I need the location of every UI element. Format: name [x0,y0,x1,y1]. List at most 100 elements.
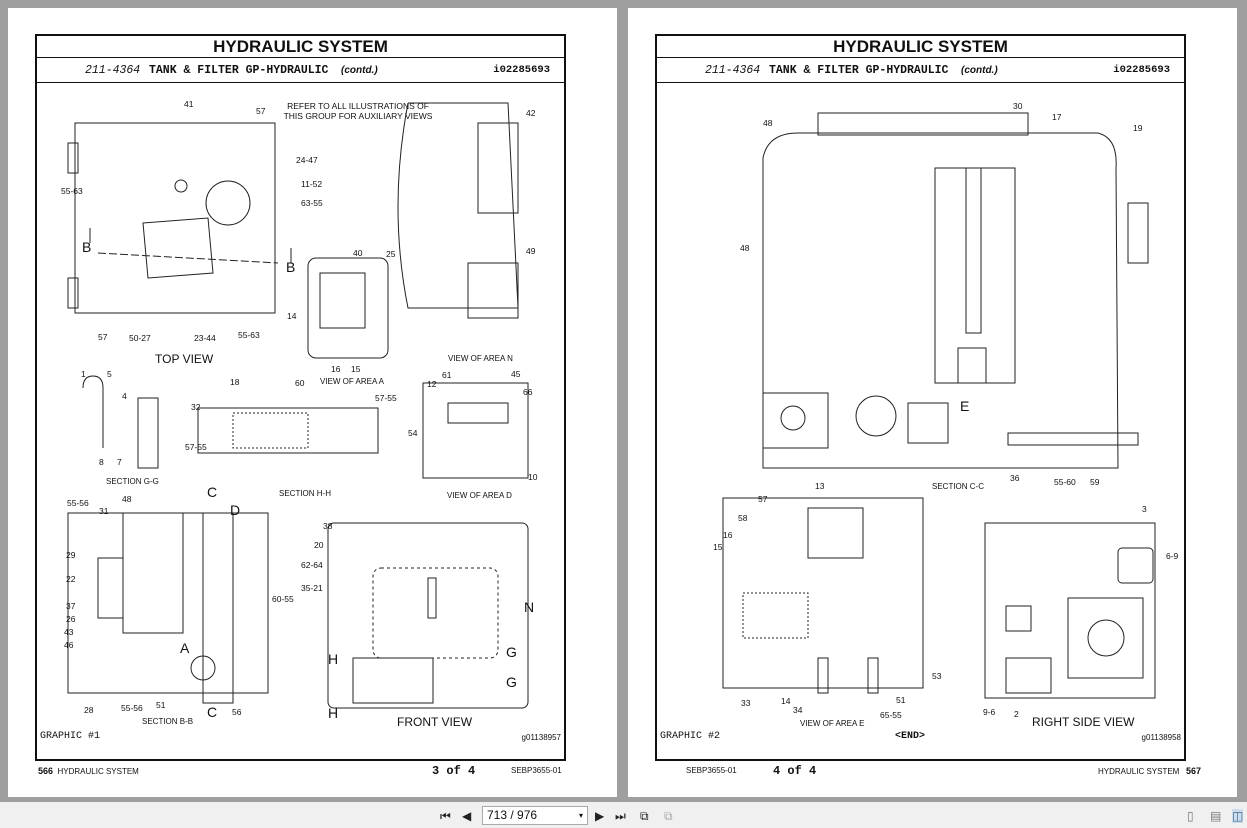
callout: 15 [351,364,361,374]
sheet-count: 4 of 4 [773,764,817,778]
section-letter: E [960,398,970,414]
callout: 17 [1052,112,1062,122]
section-letter: D [230,502,241,518]
callout: 58 [738,513,748,523]
prev-page-icon[interactable]: ◀ [462,809,472,823]
contd-label: (contd.) [341,65,378,76]
parts-drawing [67,102,529,709]
section-letter: B [286,259,296,275]
section-letter: C [207,704,218,720]
callout: 5 [107,369,112,379]
callout: 24-47 [296,155,318,165]
callout: 62-64 [301,560,323,570]
part-number: 211-4364 [85,64,141,77]
callout: 36 [1010,473,1020,483]
part-name: TANK & FILTER GP-HYDRAULIC [149,64,329,77]
single-page-icon[interactable]: ▯ [1187,809,1194,823]
caption: SECTION B-B [142,717,194,726]
section-letter: A [180,640,190,656]
section-letter: G [506,674,517,690]
footer-section: HYDRAULIC SYSTEM [57,767,139,776]
callout: 32 [191,402,201,412]
callout: 12 [427,379,437,389]
callout: 46 [64,640,74,650]
callout: 30 [1013,101,1023,111]
callout: 42 [526,108,536,118]
view-label: FRONT VIEW [397,715,473,729]
callout: 59 [1090,477,1100,487]
callout: 56 [232,707,242,717]
doc-number: SEBP3655-01 [511,766,562,775]
callout: 20 [314,540,324,550]
illustration-id: i02285693 [1113,64,1170,76]
next-page-icon[interactable]: ▶ [595,809,605,823]
refer-note: REFER TO ALL ILLUSTRATIONS OF THIS GROUP… [283,101,433,121]
callout: 40 [353,248,363,258]
footer-section: HYDRAULIC SYSTEM [1098,767,1180,776]
callout: 54 [408,428,418,438]
callout: 26 [66,614,76,624]
callout: 57 [98,332,108,342]
callout: 29 [66,550,76,560]
section-letter: H [328,705,339,721]
callout: 51 [156,700,166,710]
graphic-label: GRAPHIC #1 [40,731,101,742]
rotate-icon[interactable]: ⧉ [640,809,649,823]
pdf-page-left: HYDRAULIC SYSTEM 211-4364 TANK & FILTER … [8,8,617,797]
callout: 61 [442,370,452,380]
chevron-down-icon: ▾ [578,811,583,820]
two-page-icon[interactable]: ◫ [1232,809,1244,823]
part-number: 211-4364 [705,64,761,77]
callout: 55-63 [238,330,260,340]
contd-label: (contd.) [961,65,998,76]
subtitle-bar: 211-4364 TANK & FILTER GP-HYDRAULIC (con… [37,58,564,83]
callout: 38 [323,521,333,531]
callout: 16 [331,364,341,374]
page-title: HYDRAULIC SYSTEM [657,36,1184,58]
callout: 13 [815,481,825,491]
callout: 48 [763,118,773,128]
fit-icon[interactable]: ⧉ [664,809,673,823]
callout: 8 [99,457,104,467]
callout: 33 [741,698,751,708]
callout: 55-60 [1054,477,1076,487]
callout: 57 [758,494,768,504]
callout: 4 [122,391,127,401]
page-number-select[interactable]: 713 / 976▾ [482,806,588,825]
callout: 55-56 [121,703,143,713]
page-frame: HYDRAULIC SYSTEM 211-4364 TANK & FILTER … [655,34,1186,761]
graphic-id: g01138958 [1141,733,1181,742]
callout: 3 [1142,504,1147,514]
viewer-toolbar: ⏮ ◀ 713 / 976▾ ▶ ⏭ ⧉ ⧉ ▯ ▤ ◫ [0,802,1247,828]
sheet-count: 3 of 4 [432,764,476,778]
section-letter: G [506,644,517,660]
caption: VIEW OF AREA N [448,354,513,363]
callout: 53 [932,671,942,681]
callout: 34 [793,705,803,715]
callout: 57-55 [185,442,207,452]
callout: 23-44 [194,333,216,343]
callout: 14 [781,696,791,706]
caption: SECTION G-G [106,477,159,486]
doc-number: SEBP3655-01 [686,766,737,775]
callout: 60-55 [272,594,294,604]
view-label: TOP VIEW [155,352,214,366]
callout: 43 [64,627,74,637]
callout: 7 [117,457,122,467]
callout: 22 [66,574,76,584]
parts-drawing [722,112,1156,699]
first-page-icon[interactable]: ⏮ [440,809,451,823]
callout: 41 [184,99,194,109]
last-page-icon[interactable]: ⏭ [615,809,626,823]
callout: 37 [66,601,76,611]
callout: 14 [287,311,297,321]
callout: 57 [256,106,266,116]
callout: 2 [1014,709,1019,719]
callout: 10 [528,472,538,482]
callout: 18 [230,377,240,387]
callout: 66 [523,387,533,397]
callout: 11-52 [301,179,323,189]
continuous-icon[interactable]: ▤ [1210,809,1222,823]
callout: 35-21 [301,583,323,593]
callout: 25 [386,249,396,259]
